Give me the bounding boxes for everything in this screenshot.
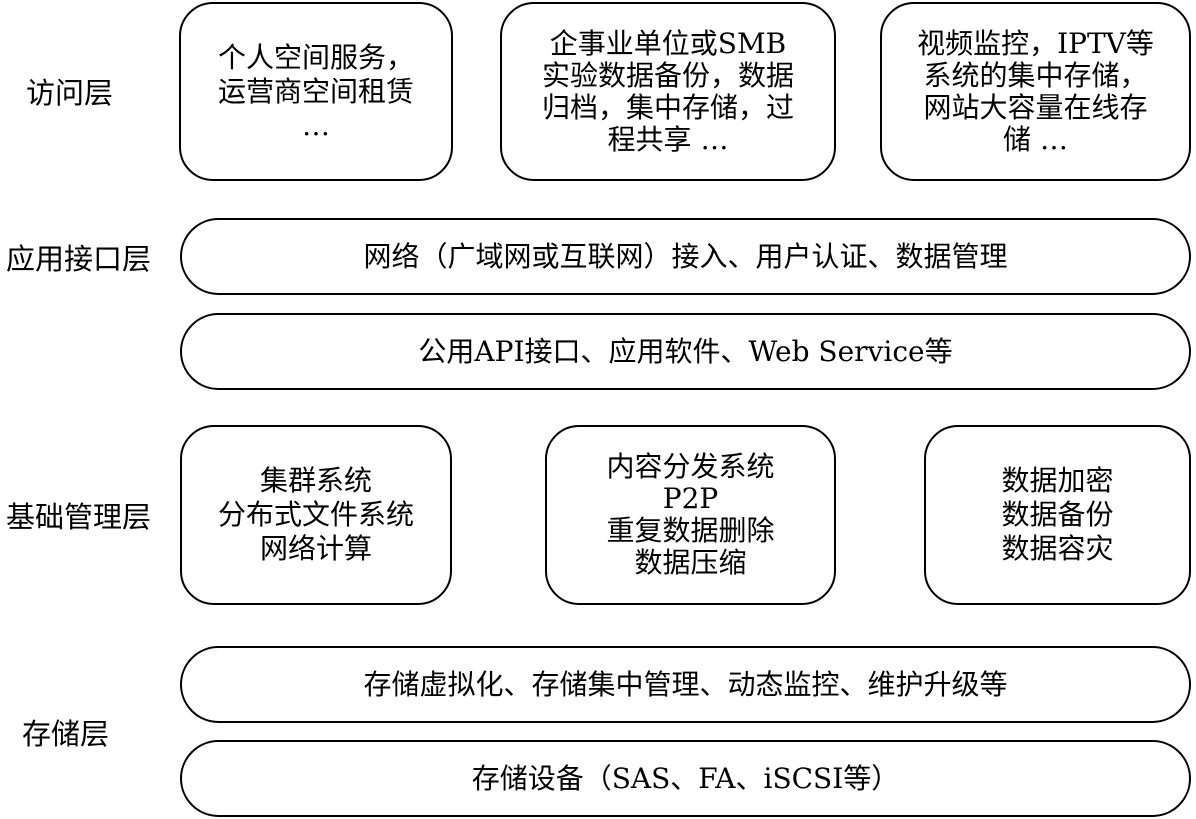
base-box-line: 分布式文件系统 [217, 498, 414, 531]
access-box-enterprise: 企事业单位或SMB 实验数据备份，数据 归档，集中存储，过 程共享 … [500, 2, 836, 181]
storage-bar-text: 存储虚拟化、存储集中管理、动态监控、维护升级等 [363, 667, 1008, 701]
base-box-line: 数据容灾 [1001, 532, 1114, 565]
access-box-video-surveillance: 视频监控，IPTV等 系统的集中存储， 网站大容量在线存 储 … [880, 2, 1191, 181]
storage-bar-virtualization: 存储虚拟化、存储集中管理、动态监控、维护升级等 [180, 646, 1191, 723]
base-box-line: 集群系统 [259, 464, 372, 497]
layer-label-storage: 存储层 [22, 717, 110, 751]
storage-bar-text: 存储设备（SAS、FA、iSCSI等） [471, 761, 900, 795]
app-interface-bar-api: 公用API接口、应用软件、Web Service等 [180, 313, 1191, 390]
base-box-line: 数据加密 [1001, 464, 1114, 497]
access-box-line: 储 … [1003, 122, 1068, 156]
base-box-line: 内容分发系统 [606, 450, 775, 483]
access-box-line: … [302, 108, 330, 142]
base-box-content-delivery: 内容分发系统 P2P 重复数据删除 数据压缩 [545, 425, 836, 605]
layer-label-access: 访问层 [26, 76, 114, 110]
base-box-cluster: 集群系统 分布式文件系统 网络计算 [180, 425, 452, 605]
access-box-line: 程共享 … [607, 122, 729, 156]
access-box-line: 个人空间服务， [217, 40, 414, 74]
layer-label-base-management: 基础管理层 [6, 500, 152, 534]
access-box-line: 视频监控，IPTV等 [917, 26, 1154, 60]
access-box-line: 企事业单位或SMB [549, 26, 787, 60]
access-box-line: 运营商空间租赁 [217, 74, 414, 108]
app-interface-bar-network: 网络（广域网或互联网）接入、用户认证、数据管理 [180, 218, 1191, 295]
access-box-line: 网站大容量在线存 [923, 90, 1148, 124]
base-box-data-security: 数据加密 数据备份 数据容灾 [924, 425, 1191, 605]
base-box-line: 数据备份 [1001, 498, 1114, 531]
base-box-line: 重复数据删除 [606, 514, 775, 547]
layer-label-app-interface: 应用接口层 [6, 242, 152, 276]
access-box-personal-space: 个人空间服务， 运营商空间租赁 … [179, 2, 453, 181]
access-box-line: 归档，集中存储，过 [541, 90, 794, 124]
app-interface-bar-text: 网络（广域网或互联网）接入、用户认证、数据管理 [363, 239, 1008, 273]
storage-bar-devices: 存储设备（SAS、FA、iSCSI等） [180, 740, 1191, 817]
base-box-line: 网络计算 [259, 532, 372, 565]
base-box-line: P2P [662, 482, 719, 515]
access-box-line: 系统的集中存储， [923, 58, 1148, 92]
access-box-line: 实验数据备份，数据 [541, 58, 794, 92]
base-box-line: 数据压缩 [634, 546, 747, 579]
app-interface-bar-text: 公用API接口、应用软件、Web Service等 [418, 334, 953, 368]
